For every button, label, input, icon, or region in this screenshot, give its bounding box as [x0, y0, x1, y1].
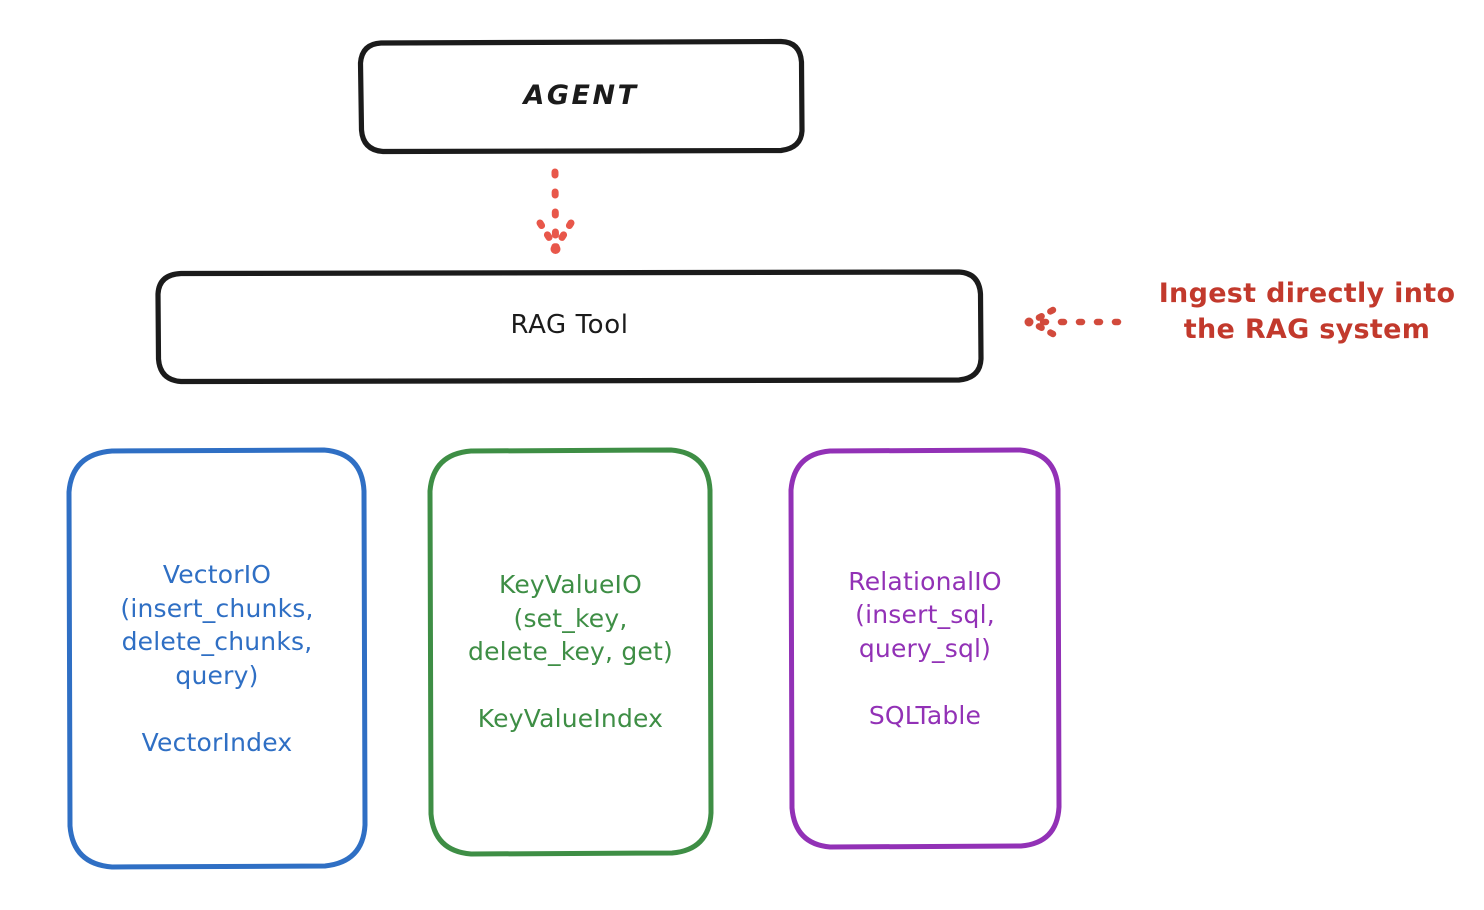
node-relational-io[interactable]: RelationalIO (insert_sql, query_sql) SQL… [788, 447, 1062, 850]
node-relational-io-label: RelationalIO (insert_sql, query_sql) SQL… [848, 566, 1002, 730]
node-key-value-io[interactable]: KeyValueIO (set_key, delete_key, get) Ke… [427, 447, 714, 857]
arrow-agent-to-rag-tool [536, 168, 575, 254]
node-key-value-io-label: KeyValueIO (set_key, delete_key, get) Ke… [468, 570, 673, 734]
node-agent[interactable]: AGENT [357, 38, 805, 155]
node-rag-tool[interactable]: RAG Tool [155, 269, 984, 385]
node-vector-io-label: VectorIO (insert_chunks, delete_chunks, … [120, 560, 314, 757]
node-agent-label: AGENT [523, 80, 639, 112]
node-rag-tool-label: RAG Tool [510, 310, 629, 341]
ingest-annotation-text: Ingest directly into the RAG system [1158, 278, 1456, 345]
node-vector-io[interactable]: VectorIO (insert_chunks, delete_chunks, … [66, 447, 368, 870]
arrow-ingest-to-rag-tool [1024, 306, 1122, 338]
